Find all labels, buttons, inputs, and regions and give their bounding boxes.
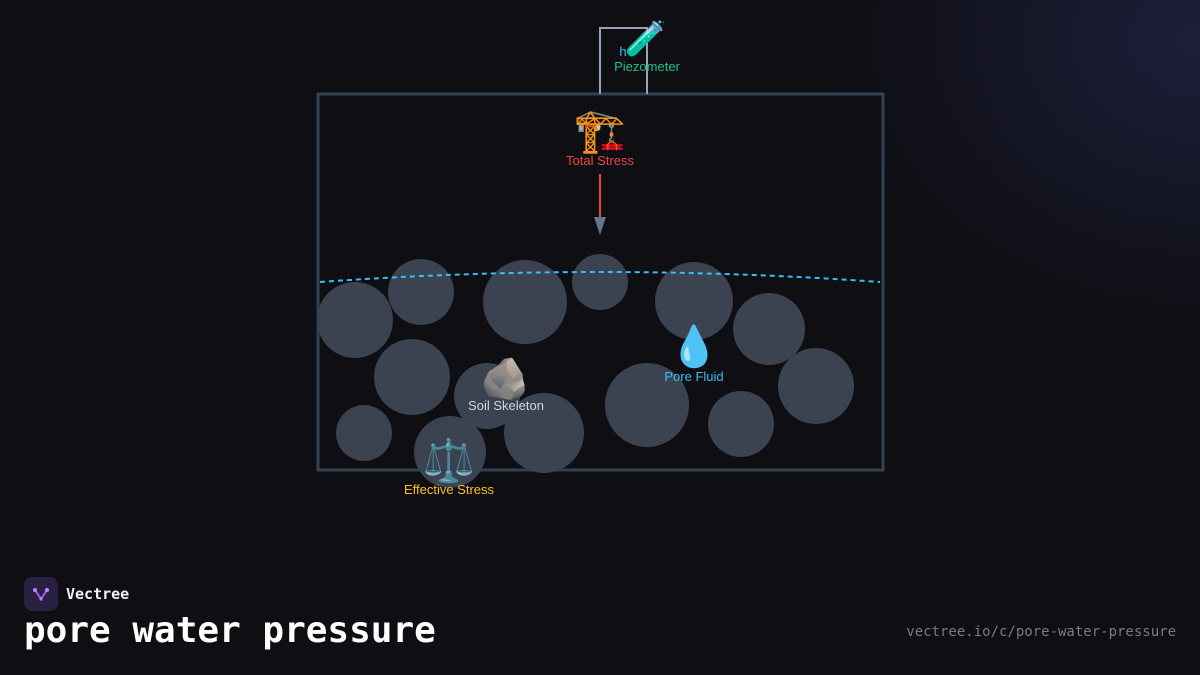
brand-name: Vectree	[66, 585, 130, 603]
pore-fluid-label: Pore Fluid	[664, 369, 723, 384]
vectree-logo-icon	[24, 577, 58, 611]
crane-icon: 🏗️	[574, 106, 626, 155]
soil-grain	[655, 262, 733, 340]
page-url[interactable]: vectree.io/c/pore-water-pressure	[906, 624, 1176, 640]
soil-grain	[317, 282, 393, 358]
test-tube-icon: 🧪	[625, 19, 667, 59]
soil-grain	[504, 393, 584, 473]
soil-grain	[374, 339, 450, 415]
soil-grain	[605, 363, 689, 447]
pore-pressure-diagram: 🧪 🏗️ 🪨 💧 ⚖️ h Piezometer Total Stress So…	[316, 19, 885, 497]
soil-grain	[388, 259, 454, 325]
head-label: h	[619, 44, 626, 59]
piezometer-label: Piezometer	[614, 59, 680, 74]
effective-stress-label: Effective Stress	[404, 482, 495, 497]
water-table-line	[319, 271, 881, 283]
soil-grain	[708, 391, 774, 457]
soil-grain	[778, 348, 854, 424]
soil-grains	[317, 254, 854, 488]
total-stress-label: Total Stress	[566, 153, 634, 168]
soil-skeleton-label: Soil Skeleton	[468, 398, 544, 413]
droplet-icon: 💧	[669, 323, 719, 370]
rock-icon: 🪨	[480, 356, 530, 402]
soil-grain	[572, 254, 628, 310]
soil-grain	[454, 363, 520, 429]
page-title: pore water pressure	[24, 610, 436, 651]
piezometer-tube	[599, 27, 648, 94]
soil-grain	[483, 260, 567, 344]
soil-grain	[336, 405, 392, 461]
soil-grain	[733, 293, 805, 365]
brand: Vectree	[24, 577, 129, 611]
total-stress-arrow-head	[594, 217, 606, 235]
scales-icon: ⚖️	[423, 436, 475, 485]
